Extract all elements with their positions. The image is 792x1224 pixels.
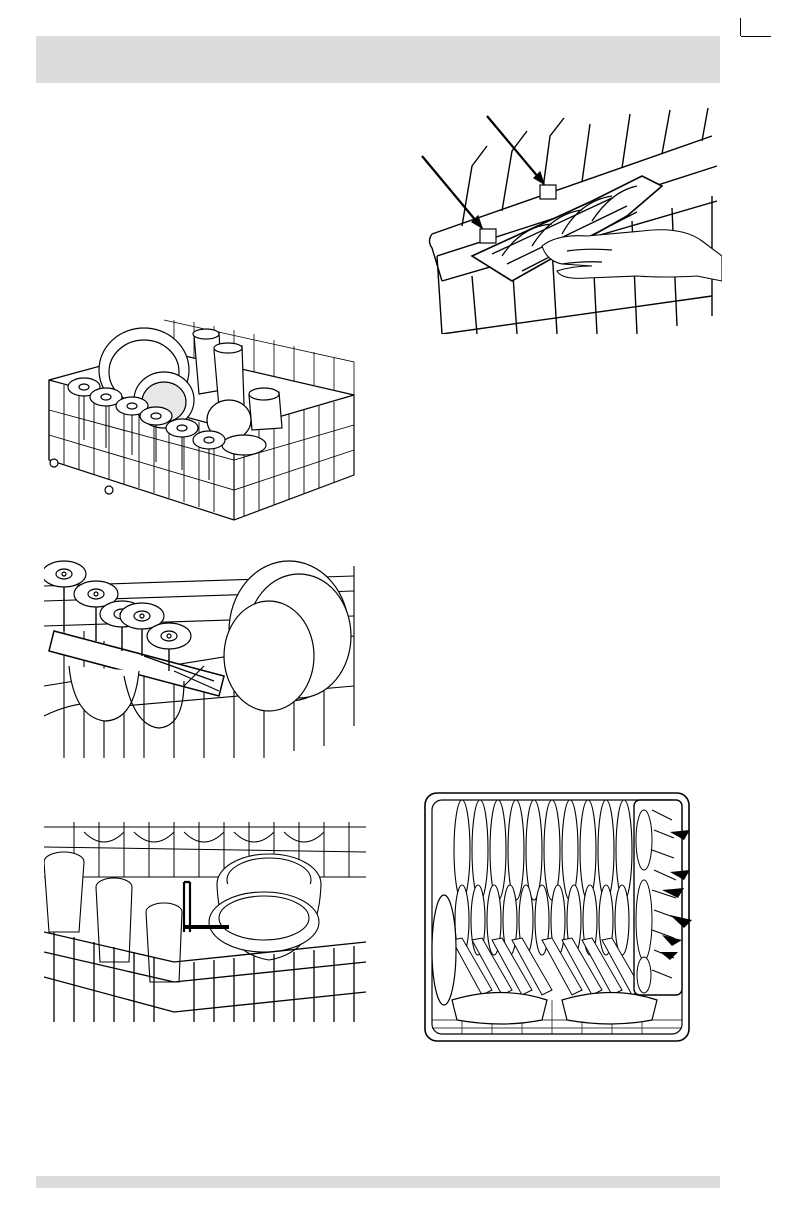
footer-band — [36, 1176, 720, 1188]
figure-lower-rack-top-view — [422, 790, 692, 1044]
crop-mark — [740, 18, 741, 36]
figure-upper-rack-loaded — [44, 310, 364, 530]
figure-stemware-close-up — [44, 556, 364, 758]
figure-stemware-holder-removal — [412, 106, 722, 334]
header-band — [36, 36, 720, 83]
crop-mark — [741, 36, 771, 37]
figure-bowls-close-up — [44, 822, 366, 1022]
